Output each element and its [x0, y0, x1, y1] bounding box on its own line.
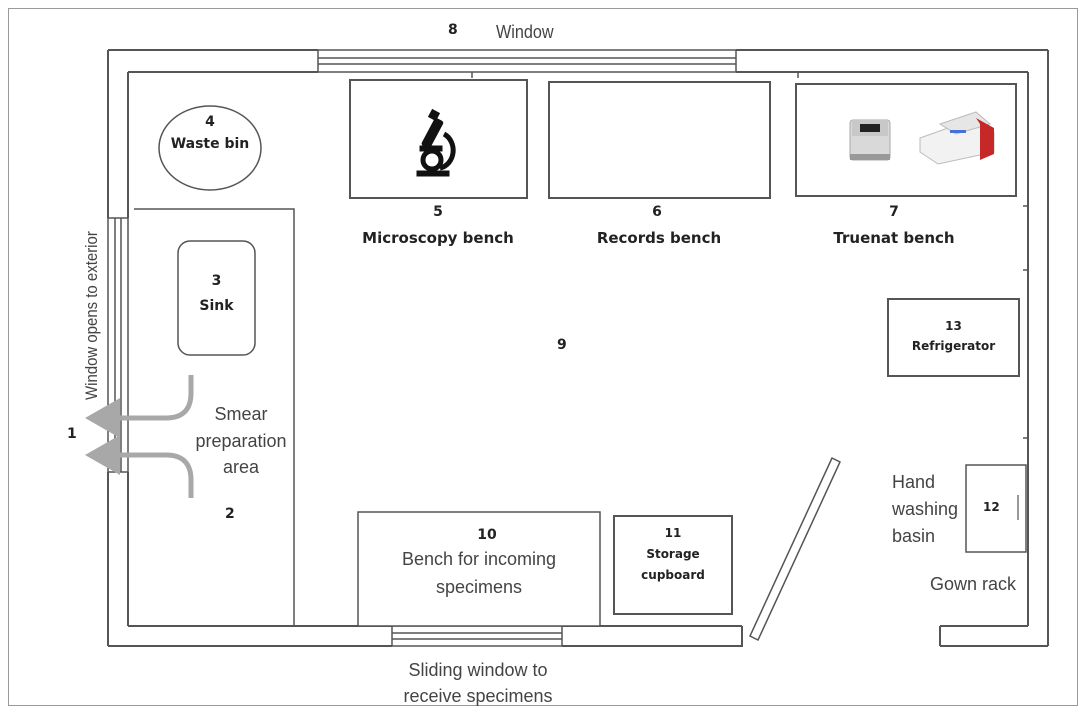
- storage-line2: cupboard: [641, 568, 705, 582]
- window-exterior-label: Window opens to exterior: [82, 231, 101, 400]
- records-bench: [548, 81, 771, 199]
- sink-label: Sink: [199, 298, 234, 314]
- storage-cupboard: [613, 515, 733, 615]
- label-9: 9: [557, 337, 567, 353]
- label-3: 3: [211, 273, 222, 289]
- left-window: [107, 217, 129, 473]
- refrigerator: [887, 298, 1020, 377]
- label-1: 1: [67, 426, 77, 442]
- exterior-walls: [107, 49, 1049, 647]
- refrigerator-label: Refrigerator: [911, 339, 996, 353]
- label-12: 12: [983, 500, 1000, 514]
- truenat-bench-label: Truenat bench: [833, 229, 955, 247]
- records-bench-label: Records bench: [596, 229, 722, 247]
- smear-area-outline: [134, 208, 295, 626]
- microscopy-bench: [349, 79, 528, 199]
- sink: [177, 240, 256, 356]
- top-window: [317, 49, 737, 73]
- smear-label-line3: area: [222, 457, 260, 477]
- label-10: 10: [477, 527, 497, 543]
- flow-arrows: [85, 375, 194, 498]
- label-7: 7: [889, 204, 899, 220]
- label-2: 2: [225, 506, 235, 522]
- door: [749, 456, 841, 642]
- gown-rack-label: Gown rack: [930, 574, 1017, 594]
- label-8: 8: [448, 22, 458, 38]
- smear-label-line2: preparation: [195, 431, 287, 451]
- truenat-analyzer-icon: [849, 119, 891, 161]
- sliding-window-line1: Sliding window to: [408, 660, 548, 680]
- hand-washing-line1: Hand: [892, 472, 936, 492]
- waste-bin-label: Waste bin: [170, 136, 250, 152]
- storage-line1: Storage: [646, 547, 700, 561]
- microscope-icon: [416, 108, 456, 177]
- incoming-bench: [357, 511, 601, 627]
- label-6: 6: [652, 204, 662, 220]
- microscopy-bench-label: Microscopy bench: [362, 229, 514, 247]
- incoming-bench-line1: Bench for incoming: [401, 549, 557, 569]
- label-4: 4: [205, 114, 215, 130]
- sliding-window: [391, 625, 563, 647]
- diagram-frame: [8, 8, 1078, 706]
- smear-label-line1: Smear: [214, 404, 268, 424]
- waste-bin: [158, 105, 262, 191]
- label-11: 11: [664, 526, 682, 540]
- window-label: Window: [496, 22, 554, 42]
- label-13: 13: [945, 319, 962, 333]
- hand-washing-line3: basin: [892, 526, 936, 546]
- sliding-window-line2: receive specimens: [403, 686, 553, 706]
- wall-ticks: [471, 72, 1028, 439]
- incoming-bench-line2: specimens: [435, 577, 523, 597]
- truenat-printer-icon: [919, 111, 995, 165]
- hand-washing-line2: washing: [892, 499, 959, 519]
- label-5: 5: [433, 204, 443, 220]
- hand-washing-basin: [965, 464, 1027, 553]
